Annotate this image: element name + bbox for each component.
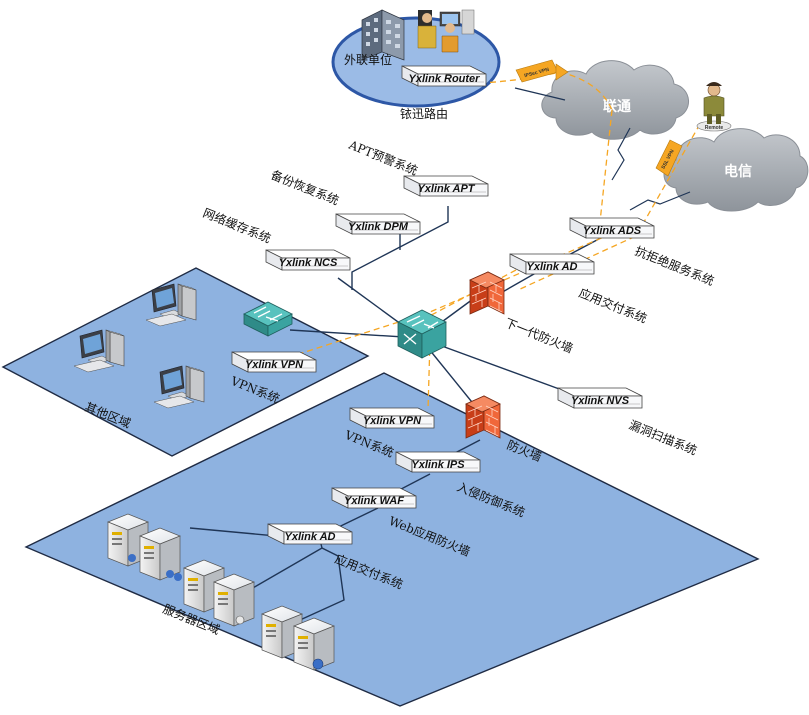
- ads-device: Yxlink ADS: [569, 217, 655, 239]
- router-device-name: Yxlink Router: [409, 73, 481, 85]
- waf-device: Yxlink WAF: [331, 487, 417, 509]
- building-icon: [361, 9, 405, 61]
- apt-desc-label: APT预警系统: [346, 136, 420, 178]
- ssl-vpn-tag: SSL VPN: [655, 139, 683, 177]
- core-switch-icon: [397, 309, 447, 359]
- partner-people-icon: [417, 9, 475, 53]
- nvs-device-name: Yxlink NVS: [571, 395, 630, 407]
- unicom-label: 联通: [603, 99, 631, 115]
- next-gen-firewall-icon: [469, 271, 505, 315]
- ad-bottom-device-name: Yxlink AD: [285, 531, 336, 543]
- ad-top-device: Yxlink AD: [509, 253, 595, 275]
- telecom-label: 电信: [724, 163, 752, 180]
- ad-top-device-name: Yxlink AD: [527, 261, 578, 273]
- people-icon: [128, 554, 324, 670]
- ips-device-name: Yxlink IPS: [411, 459, 465, 471]
- remote-user: Remote: [696, 82, 732, 132]
- ads-device-name: Yxlink ADS: [583, 225, 642, 237]
- server-icon: [213, 573, 255, 627]
- backup-desc-label: 备份恢复系统: [269, 168, 341, 208]
- remote-label: Remote: [705, 125, 724, 131]
- vuln-desc-label: 漏洞扫描系统: [627, 418, 699, 458]
- ngfw-desc-label: 下一代防火墙: [503, 315, 575, 356]
- ips-device: Yxlink IPS: [395, 451, 481, 473]
- vpn-left-device-name: Yxlink VPN: [245, 359, 304, 371]
- vpn-dmz-device: Yxlink VPN: [349, 407, 435, 429]
- ddos-desc-label: 抗拒绝服务系统: [633, 243, 717, 288]
- ipsec-vpn-tag: IPSec VPN: [515, 59, 569, 83]
- waf-device-name: Yxlink WAF: [344, 495, 404, 507]
- cache-desc-label: 网络缓存系统: [201, 205, 273, 246]
- ad-top-desc-label: 应用交付系统: [577, 285, 649, 326]
- router-desc-label: 铱迅路由: [400, 106, 448, 121]
- router-device: Yxlink Router: [401, 65, 487, 87]
- ad-bottom-device: Yxlink AD: [267, 523, 353, 545]
- access-switch-icon: [243, 301, 293, 337]
- nvs-device: Yxlink NVS: [557, 387, 643, 409]
- vpn-left-device: Yxlink VPN: [231, 351, 317, 373]
- apt-device-name: Yxlink APT: [417, 183, 475, 195]
- ncs-device-name: Yxlink NCS: [279, 257, 338, 269]
- dpm-device-name: Yxlink DPM: [348, 221, 409, 233]
- dpm-device: Yxlink DPM: [335, 213, 421, 235]
- telecom-cloud: 电信: [663, 128, 809, 212]
- partner-label: 外联单位: [344, 52, 392, 67]
- ncs-device: Yxlink NCS: [265, 249, 351, 271]
- vpn-dmz-device-name: Yxlink VPN: [363, 415, 422, 427]
- server-icon: [139, 527, 181, 581]
- apt-device: Yxlink APT: [403, 175, 489, 197]
